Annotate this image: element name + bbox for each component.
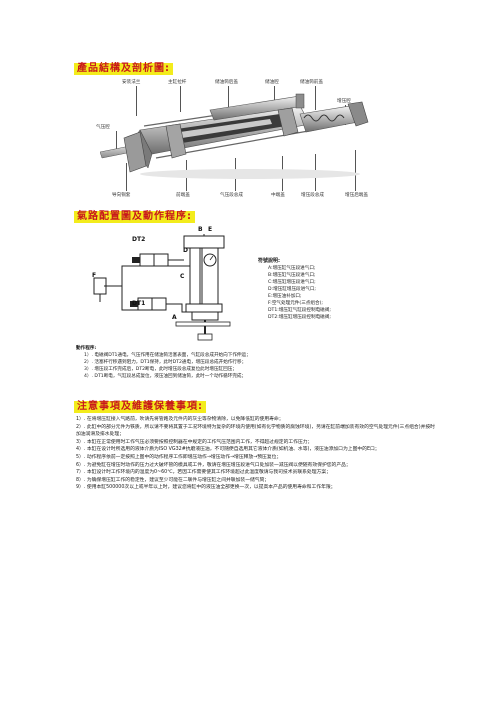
legend-item: B:增压缸气压段进气口; (268, 273, 316, 278)
port-E: E (208, 226, 213, 233)
note-item: 1）. 在将增压缸接入气路前，吹请先将管路及元件内的灰尘等杂物清除，以免降低缸的… (76, 417, 284, 422)
valve-DT1: DT1 (132, 300, 146, 307)
piping-section-title: 氣路配置圖及動作程序: (74, 211, 195, 223)
symbol-legend: 符號說明: A:增压缸气压段进气口; B:增压缸气压段进气口; C:增压缸增压段… (258, 258, 331, 321)
circuit-schematic (93, 234, 231, 341)
legend-item: DT2:增压缸增压段控制电磁阀; (268, 315, 331, 320)
callout-air-chamber: 气压腔 (96, 125, 110, 130)
maintenance-notes: 1）. 在将增压缸接入气路前，吹请先将管路及元件内的灰尘等杂物清除，以免降低缸的… (76, 416, 436, 492)
legend-item: C:增压缸增压段进气口; (268, 280, 316, 285)
callout-air-section: 气压段总成 (220, 193, 243, 198)
callout-oil-chamber: 储油腔 (265, 80, 279, 85)
port-A: A (172, 314, 177, 321)
note-item: 6）. 为避免缸在增压时动作的压力过大破坏管的模具或工件，敬请在增压增压段进气口… (76, 462, 351, 468)
callout-boost-section: 增压段总成 (301, 193, 324, 198)
callout-boost-rear-cover: 增压后端盖 (345, 193, 368, 198)
legend-item: A:增压缸气压段进气口; (268, 266, 316, 271)
port-B: B (198, 226, 203, 233)
legend-item: E:增压油补加口; (268, 294, 302, 299)
port-C: C (180, 273, 185, 280)
callout-front-cover: 前端盖 (176, 193, 190, 198)
callout-reservoir-front-cover: 储油筒前盖 (300, 80, 323, 85)
action-step: 1）. 电磁阀DT1通电，气压作用在储油筒活塞表面，气缸段总成开始向下作伸运； (84, 353, 251, 358)
action-sequence: 動作程序: 1）. 电磁阀DT1通电，气压作用在储油筒活塞表面，气缸段总成开始向… (76, 345, 436, 380)
callout-tie-rod: 主缸拉杆 (168, 80, 187, 85)
legend-item: DT1:增压缸气缸段控制电磁阀; (268, 308, 331, 313)
action-step: 2）. 活塞杆行移遇到阻力，DT1保持，此时DT2通电，增压段总成开始作行移； (84, 360, 247, 365)
callout-middle-cover: 中端盖 (271, 193, 285, 198)
note-item: 2）. 此缸中的部分元件为铁质，所以请不要将其置于工况环境特为复杂的环境内使用(… (76, 424, 435, 438)
note-item: 4）. 本缸在设计时所选用的液体介质为ISO VG32#抗磨液压油，不可随便自选… (76, 447, 380, 453)
note-item: 7）. 本缸设计时工作环境内的温度为0~60℃，若因工作需要使其工作环境超过此温… (76, 470, 331, 476)
callout-boost-chamber: 增压腔 (337, 99, 351, 104)
valve-DT2: DT2 (132, 236, 146, 243)
frl-unit-F: F (92, 272, 97, 279)
structure-section-title: 產品結構及剖析圖: (74, 63, 173, 75)
legend-item: D:增压缸增压段进气口; (268, 287, 316, 292)
legend-item: F:空气处理元件(三点组合); (268, 301, 323, 306)
port-D: D (183, 247, 188, 254)
legend-title: 符號說明: (258, 258, 280, 264)
note-item: 3）. 本缸在正常使用时工作气压必须要按照控制器在中规定的工作气压范围内工作，不… (76, 439, 313, 445)
callout-reservoir-rear-cover: 储油筒后盖 (215, 80, 238, 85)
callout-mounting-flange: 安装法兰 (122, 80, 141, 85)
note-item: 8）. 为确保增压缸工作的稳定性，建议至少可能在二联件与增压缸之间并联加装一储气… (76, 477, 270, 483)
note-item: 9）. 使用本缸500000次以上或半年以上时，建议您将缸中的液压油全部更换一次… (76, 485, 336, 491)
action-step: 4）. DT1断电，气缸段总成复位，液压油回到储油筒，此时一个动作循环完成； (84, 374, 247, 379)
notes-section-title: 注意事項及維護保養事項: (74, 401, 206, 413)
action-title: 動作程序: (76, 346, 97, 351)
cylinder-cutaway-drawing (100, 93, 369, 179)
action-step: 3）. 增压段工作完成后，DT2断电，此时增压段总成复位此时增压缸回压； (84, 367, 237, 372)
callout-guide-bushing: 导向铜套 (112, 193, 131, 198)
note-item: 5）. 动作程序依前一定按照上图中的动作程序工作即增压动作→增压动作→增压释放→… (76, 454, 282, 460)
